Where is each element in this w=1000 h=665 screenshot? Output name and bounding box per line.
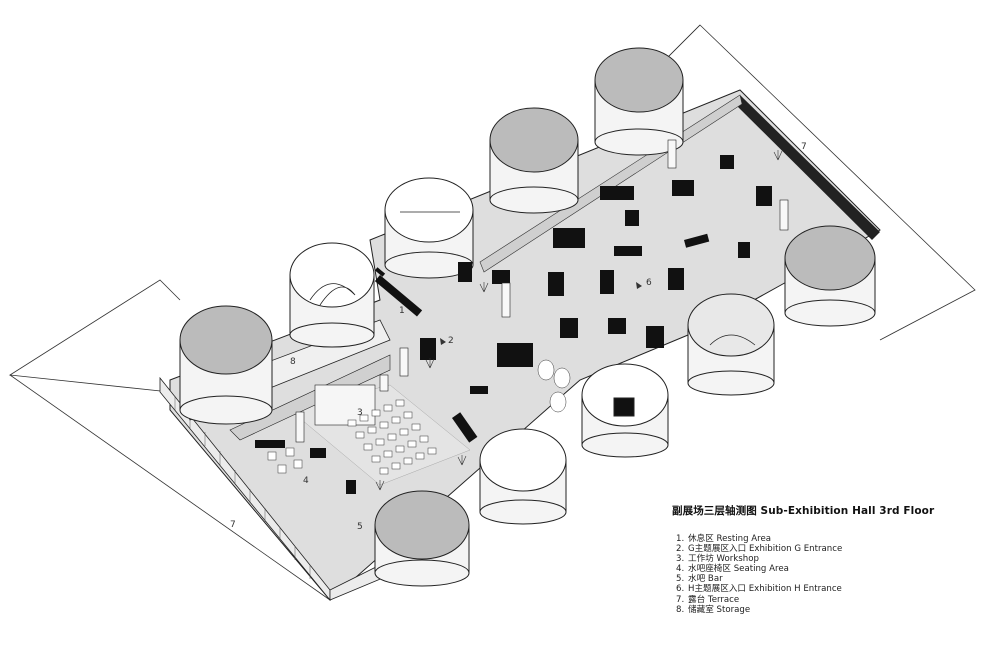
pillars [295,139,789,443]
plant-icon [375,480,385,491]
silo-2 [289,242,375,348]
arrow-icon [440,338,446,345]
terrace-outline-left [8,279,331,601]
silo-10 [374,490,470,587]
plant-icon [425,358,435,369]
marker-3: 3 [357,408,363,418]
silo-7 [687,293,775,396]
legend-item: 2.G主题展区入口 Exhibition G Entrance [676,544,843,555]
legend-item: 1.休息区 Resting Area [676,534,772,544]
marker-5: 5 [357,522,363,532]
plant-icons [375,150,783,491]
silo-4 [489,107,579,214]
marker-4: 4 [303,476,309,486]
arrow-icon [636,282,642,289]
legend-item: 5.水吧 Bar [676,574,723,585]
workshop-chairs [347,399,437,475]
silos [179,47,876,587]
marker-8: 8 [290,357,296,367]
silo-3 [384,177,474,279]
seating-stools [267,359,571,474]
legend-item: 4.水吧座椅区 Seating Area [676,564,789,575]
diagram-title: 副展场三层轴测图 Sub-Exhibition Hall 3rd Floor [672,505,935,517]
silo-8 [581,363,669,458]
legend-item: 7.露台 Terrace [676,594,740,605]
legend-item: 3.工作坊 Workshop [676,554,759,565]
marker-7-left: 7 [230,520,236,530]
legend-item: 6.H主题展区入口 Exhibition H Entrance [676,584,842,595]
silo-1 [179,305,273,425]
marker-7-right: 7 [801,142,807,152]
marker-6: 6 [646,278,652,288]
marker-1: 1 [399,306,405,316]
silo-9 [479,428,567,525]
legend: 副展场三层轴测图 Sub-Exhibition Hall 3rd Floor 1… [672,503,992,615]
silo-6 [784,225,876,327]
plant-icon [773,150,783,161]
marker-2: 2 [448,336,454,346]
plant-icon [457,455,467,466]
entrance-arrow-icons [440,282,642,345]
plant-icon [479,282,489,293]
silo-5 [594,47,684,156]
exhibition-furniture [255,155,772,494]
area-markers: 1 2 3 4 5 6 7 7 8 [230,142,807,532]
legend-list: 1.休息区 Resting Area 2.G主题展区入口 Exhibition … [672,534,992,615]
legend-item: 8.储藏室 Storage [676,604,751,615]
